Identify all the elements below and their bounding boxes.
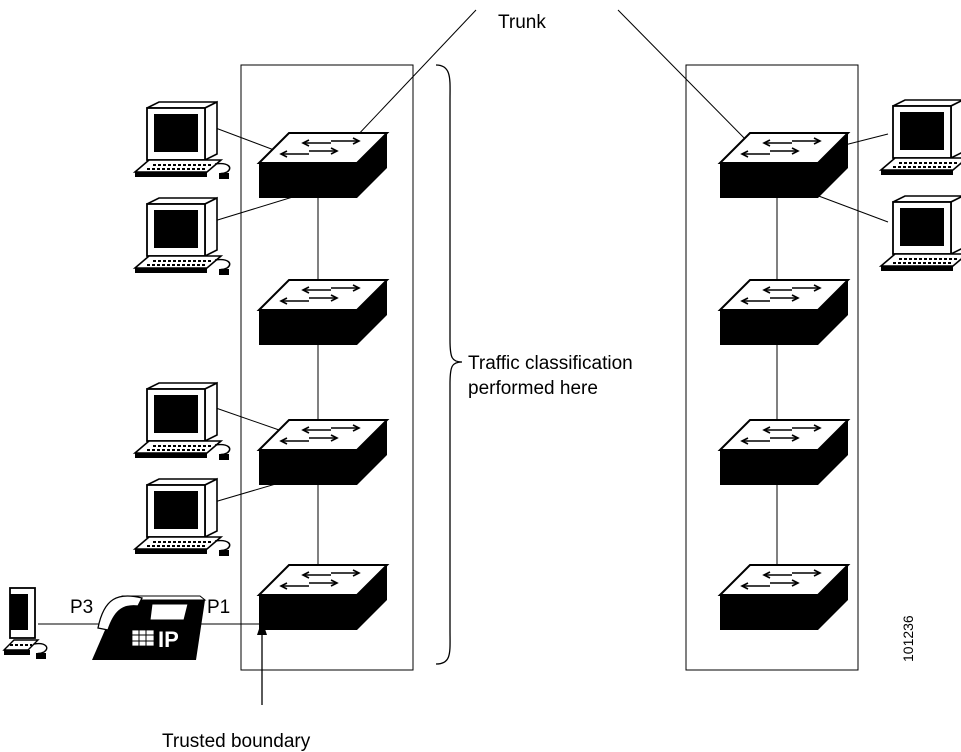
trunk-label: Trunk bbox=[498, 12, 546, 33]
switch-icon bbox=[719, 419, 849, 486]
switch-icon bbox=[258, 279, 388, 346]
workstation-icon bbox=[880, 195, 961, 274]
pc-link bbox=[212, 406, 283, 432]
switch-icon bbox=[719, 279, 849, 346]
switch-icon bbox=[258, 564, 388, 631]
switch-icon bbox=[258, 419, 388, 486]
figure-id-label: 101236 bbox=[900, 615, 916, 662]
right-switch-stack-frame bbox=[685, 64, 859, 671]
workstation-icon bbox=[134, 478, 231, 557]
classification-label-line1: Traffic classification bbox=[468, 353, 633, 374]
classification-label-line2: performed here bbox=[468, 378, 598, 399]
classification-brace bbox=[435, 64, 463, 665]
pc-link bbox=[212, 126, 283, 154]
phone-ip-label: IP bbox=[158, 627, 179, 652]
workstation-icon bbox=[134, 382, 231, 461]
trunk-line-left bbox=[354, 9, 477, 139]
trusted-boundary-arrow bbox=[257, 620, 267, 705]
trusted-boundary-label: Trusted boundary bbox=[162, 731, 311, 752]
pc-link bbox=[210, 195, 297, 223]
port-p3-label: P3 bbox=[70, 597, 93, 618]
pc-link bbox=[815, 194, 889, 223]
workstation-icon bbox=[134, 197, 231, 276]
workstation-icon bbox=[880, 99, 961, 178]
ip-phone-icon: IP bbox=[92, 595, 207, 660]
workstation-icon bbox=[134, 101, 231, 180]
switch-icon bbox=[719, 564, 849, 631]
trunk-line-right bbox=[617, 9, 753, 147]
port-p1-label: P1 bbox=[207, 597, 230, 618]
workstation-icon bbox=[2, 587, 48, 659]
switch-icon bbox=[258, 132, 388, 199]
left-switch-stack-frame bbox=[240, 64, 414, 671]
switch-icon bbox=[719, 132, 849, 199]
